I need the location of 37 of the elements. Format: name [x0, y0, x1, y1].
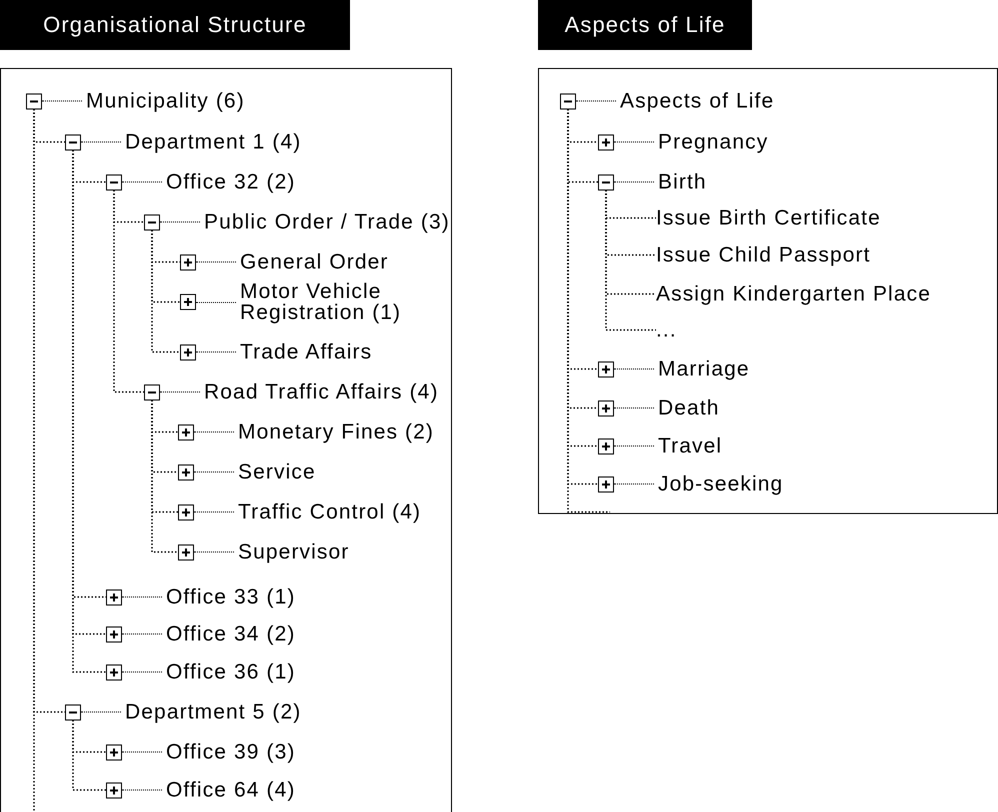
tree-item-label: Marriage: [658, 358, 750, 380]
tree-item-label: Assign Kindergarten Place: [656, 284, 931, 304]
tree-item-label: Pregnancy: [658, 132, 768, 152]
tree-item-label: Travel: [658, 436, 722, 456]
tree-item-label: Road Traffic Affairs (4): [204, 382, 439, 402]
tree-item-label: General Order: [240, 252, 389, 272]
tree-item-label: Office 32 (2): [166, 172, 296, 192]
tree-item-label: Issue Child Passport: [656, 244, 871, 266]
panel-tab: Organisational Structure: [0, 0, 350, 50]
tree-connector: [113, 190, 144, 393]
tree-item-label: Office 36 (1): [166, 662, 296, 682]
tree-connector: [151, 230, 180, 353]
tree-item-label: Municipality (6): [86, 90, 245, 112]
tree-item-label: Department 5 (2): [125, 702, 302, 722]
tree-connector: [151, 400, 178, 553]
tree-item-label: Office 33 (1): [166, 586, 296, 608]
tree-connector: [605, 190, 656, 331]
tree-item-label: Monetary Fines (2): [238, 422, 434, 442]
tree-item-label: Trade Affairs: [240, 342, 372, 362]
tree-item-label: Supervisor: [238, 542, 350, 562]
tree-item-label: Job-seeking: [658, 474, 784, 494]
tree-item-label: Birth: [658, 172, 707, 192]
tree-item-label: Death: [658, 398, 720, 418]
tree-item-label: Motor Vehicle Registration (1): [240, 281, 402, 323]
tree-item-label: Office 34 (2): [166, 624, 296, 644]
tree-item-label: Office 39 (3): [166, 742, 296, 762]
tree-connector: [33, 109, 35, 812]
tree-item-label: Traffic Control (4): [238, 502, 422, 522]
panel-tab: Aspects of Life: [538, 0, 752, 50]
tree-item-label: Aspects of Life: [620, 90, 774, 112]
tree-item-label: Department 1 (4): [125, 132, 302, 152]
tree-item-label: ...: [656, 320, 677, 340]
tree-item-label: Issue Birth Certificate: [656, 208, 881, 228]
tree-item-label: Public Order / Trade (3): [204, 212, 450, 232]
tree-connector: [72, 720, 106, 791]
tree-item-label: Office 64 (4): [166, 780, 296, 800]
tree-item-label: Service: [238, 462, 316, 482]
